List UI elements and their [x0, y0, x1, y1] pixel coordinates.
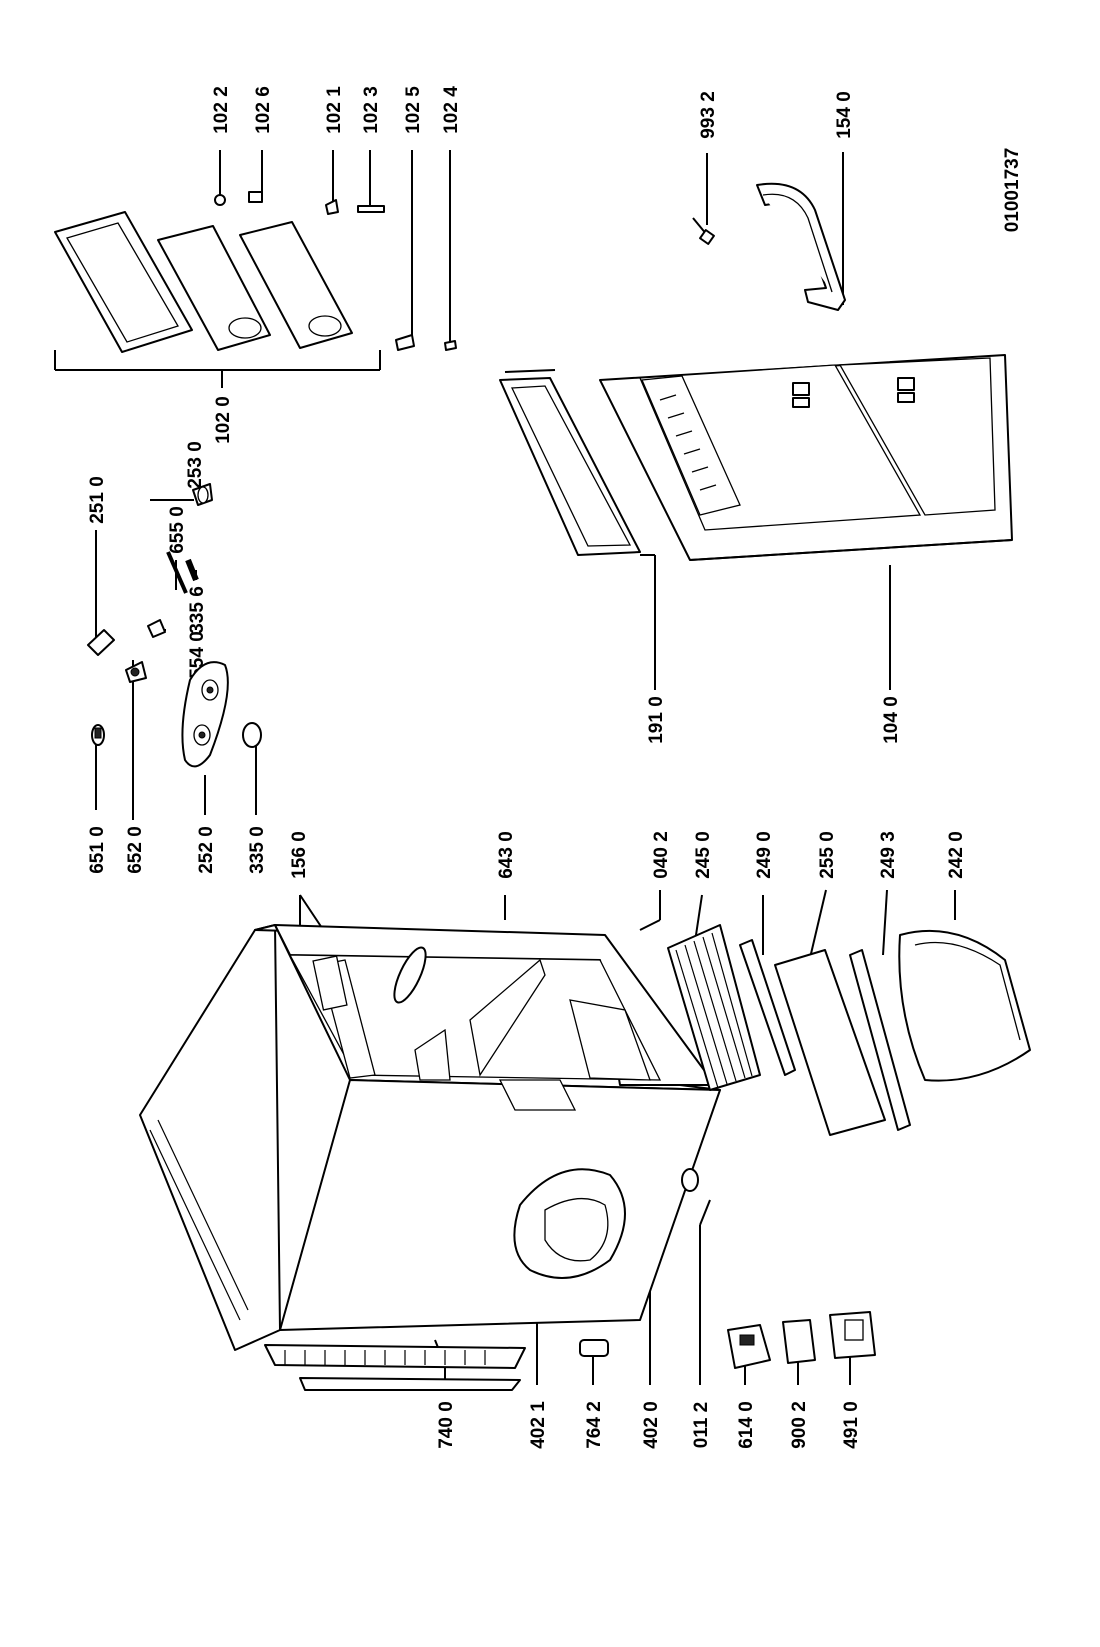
- small-parts: [87, 483, 262, 768]
- part-label: 252 0: [196, 826, 217, 874]
- part-label: 655 0: [167, 506, 188, 554]
- part-label: 993 2: [698, 91, 719, 139]
- part-label: 900 2: [789, 1401, 810, 1449]
- refrigerator-cabinet: [139, 924, 721, 1391]
- part-label: 402 1: [528, 1401, 549, 1449]
- part-label: 335 6: [187, 586, 208, 634]
- part-label: 154 0: [834, 91, 855, 139]
- part-label: 491 0: [841, 1401, 862, 1449]
- part-label: 651 0: [87, 826, 108, 874]
- door-shelf-frame: [499, 369, 641, 556]
- part-label: 335 0: [247, 826, 268, 874]
- part-label: 040 2: [651, 831, 672, 879]
- part-label: 652 0: [125, 826, 146, 874]
- part-label: 740 0: [436, 1401, 457, 1449]
- part-label: 251 0: [87, 476, 108, 524]
- part-label: 102 3: [361, 86, 382, 134]
- part-label: 402 0: [641, 1401, 662, 1449]
- part-label: 102 6: [253, 86, 274, 134]
- part-label: 614 0: [736, 1401, 757, 1449]
- door-handle: [756, 182, 846, 311]
- part-label: 643 0: [496, 831, 517, 879]
- shelves-and-crisper: [667, 924, 1031, 1136]
- screw-993: [692, 217, 715, 245]
- part-label: 102 0: [213, 396, 234, 444]
- document-number: 01001737: [1002, 148, 1023, 233]
- control-parts: [579, 1311, 876, 1369]
- part-label: 102 1: [324, 86, 345, 134]
- part-label: 102 2: [211, 86, 232, 134]
- evaporator-door-assembly: [54, 191, 457, 353]
- part-label: 102 4: [441, 86, 462, 134]
- part-label: 191 0: [646, 696, 667, 744]
- part-label: 104 0: [881, 696, 902, 744]
- part-label: 255 0: [817, 831, 838, 879]
- part-label: 249 0: [754, 831, 775, 879]
- inner-door-liner: [599, 354, 1013, 561]
- part-label: 249 3: [878, 831, 899, 879]
- part-label: 102 5: [403, 86, 424, 134]
- part-label: 764 2: [584, 1401, 605, 1449]
- part-label: 011 2: [691, 1402, 712, 1449]
- part-label: 156 0: [289, 831, 310, 879]
- part-label: 245 0: [693, 831, 714, 879]
- part-label: 242 0: [946, 831, 967, 879]
- part-label: 253 0: [185, 441, 206, 489]
